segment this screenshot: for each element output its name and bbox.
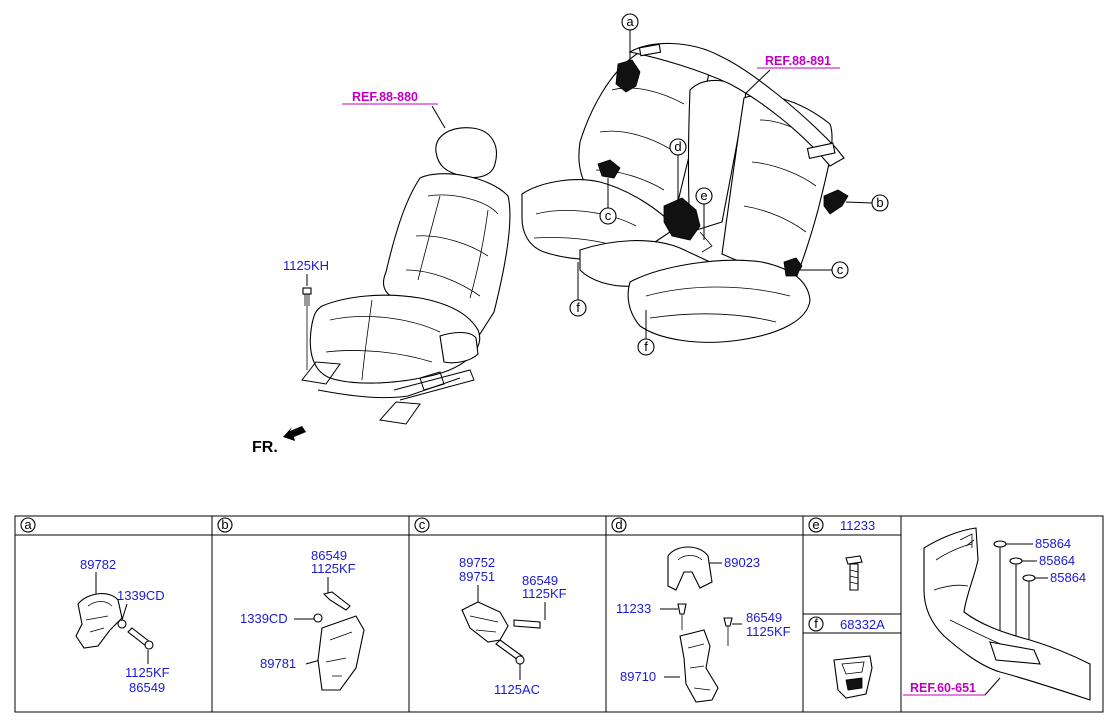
part-68332a-label: 68332A — [840, 617, 885, 632]
table-header-c: c — [414, 517, 430, 533]
svg-text:c: c — [419, 517, 426, 532]
part-86549-label-b: 86549 — [311, 548, 347, 563]
cell-d: 89023 11233 86549 1125KF 89710 — [616, 546, 791, 703]
svg-text:a: a — [626, 14, 634, 29]
part-1125kf-label-b: 1125KF — [311, 561, 356, 576]
part-1125kf-label: 1125KF — [125, 665, 170, 680]
part-1339cd-label: 1339CD — [117, 588, 165, 603]
part-1125kf-label-c: 1125KF — [522, 586, 567, 601]
svg-text:e: e — [700, 188, 707, 203]
callout-c-top-right[interactable]: c — [800, 261, 849, 279]
svg-text:d: d — [674, 139, 681, 154]
bolt-front-label: 1125KH — [283, 258, 329, 273]
part-1125kf-label-d: 1125KF — [746, 624, 791, 639]
cell-floor: 85864 85864 85864 REF.60-651 — [903, 527, 1091, 701]
cell-b: 86549 1125KF 1339CD 89781 — [240, 548, 365, 691]
svg-text:a: a — [24, 517, 32, 532]
ref-rear-leader — [744, 69, 771, 95]
part-86549-label-c: 86549 — [522, 573, 558, 588]
cell-f — [833, 655, 873, 699]
front-direction-label: FR. — [252, 439, 278, 456]
svg-text:c: c — [605, 208, 612, 223]
ref-floor-label[interactable]: REF.60-651 — [910, 681, 976, 695]
table-header-b: b — [217, 517, 233, 533]
callout-f-top-right[interactable]: f — [637, 310, 655, 356]
part-89781-label-b: 89781 — [260, 656, 296, 671]
svg-text:d: d — [615, 517, 622, 532]
cell-a: 89782 1339CD 1125KF 86549 — [75, 557, 170, 695]
callout-f-top-left[interactable]: f — [569, 262, 587, 317]
part-1339cd-label-b: 1339CD — [240, 611, 288, 626]
table-header-e: e 11233 — [808, 517, 875, 533]
part-89782-label: 89782 — [80, 557, 116, 572]
part-85864-label-2: 85864 — [1039, 553, 1075, 568]
svg-text:e: e — [812, 517, 819, 532]
cell-e — [845, 555, 863, 591]
callout-d-top[interactable]: d — [669, 138, 687, 200]
part-89710-label: 89710 — [620, 669, 656, 684]
table-header-a: a — [20, 517, 36, 533]
part-1125ac-label: 1125AC — [494, 682, 540, 697]
svg-text:b: b — [221, 517, 228, 532]
ref-front-leader — [431, 105, 446, 129]
part-85864-label-1: 85864 — [1035, 536, 1071, 551]
part-86549-label: 86549 — [129, 680, 165, 695]
callout-a-top[interactable]: a — [621, 13, 639, 62]
part-85864-label-3: 85864 — [1050, 570, 1086, 585]
cell-c: 89752 89751 86549 1125KF 1125AC — [459, 555, 567, 697]
svg-text:f: f — [814, 616, 818, 631]
front-arrow-icon — [283, 426, 306, 441]
svg-text:b: b — [876, 195, 883, 210]
front-seat-illustration — [301, 127, 511, 425]
table-header-f: f 68332A — [808, 616, 885, 632]
part-89023-label: 89023 — [724, 555, 760, 570]
part-89751-label: 89751 — [459, 569, 495, 584]
ref-rear-seat-label[interactable]: REF.88-891 — [765, 54, 831, 68]
parts-table — [14, 515, 1104, 713]
part-11233-header-label: 11233 — [840, 518, 875, 533]
ref-front-seat-label[interactable]: REF.88-880 — [352, 90, 418, 104]
callout-c-top-left[interactable]: c — [599, 178, 617, 225]
part-89752-label: 89752 — [459, 555, 495, 570]
svg-text:c: c — [837, 262, 844, 277]
svg-text:f: f — [576, 300, 580, 315]
part-86549-label-d: 86549 — [746, 610, 782, 625]
front-direction-indicator: FR. — [252, 426, 306, 456]
part-11233-label-d: 11233 — [616, 601, 651, 616]
rear-seat-illustration — [521, 42, 849, 343]
svg-text:f: f — [644, 339, 648, 354]
table-header-d: d — [611, 517, 627, 533]
callout-b-top[interactable]: b — [845, 194, 889, 212]
callout-e-top[interactable]: e — [695, 187, 713, 240]
